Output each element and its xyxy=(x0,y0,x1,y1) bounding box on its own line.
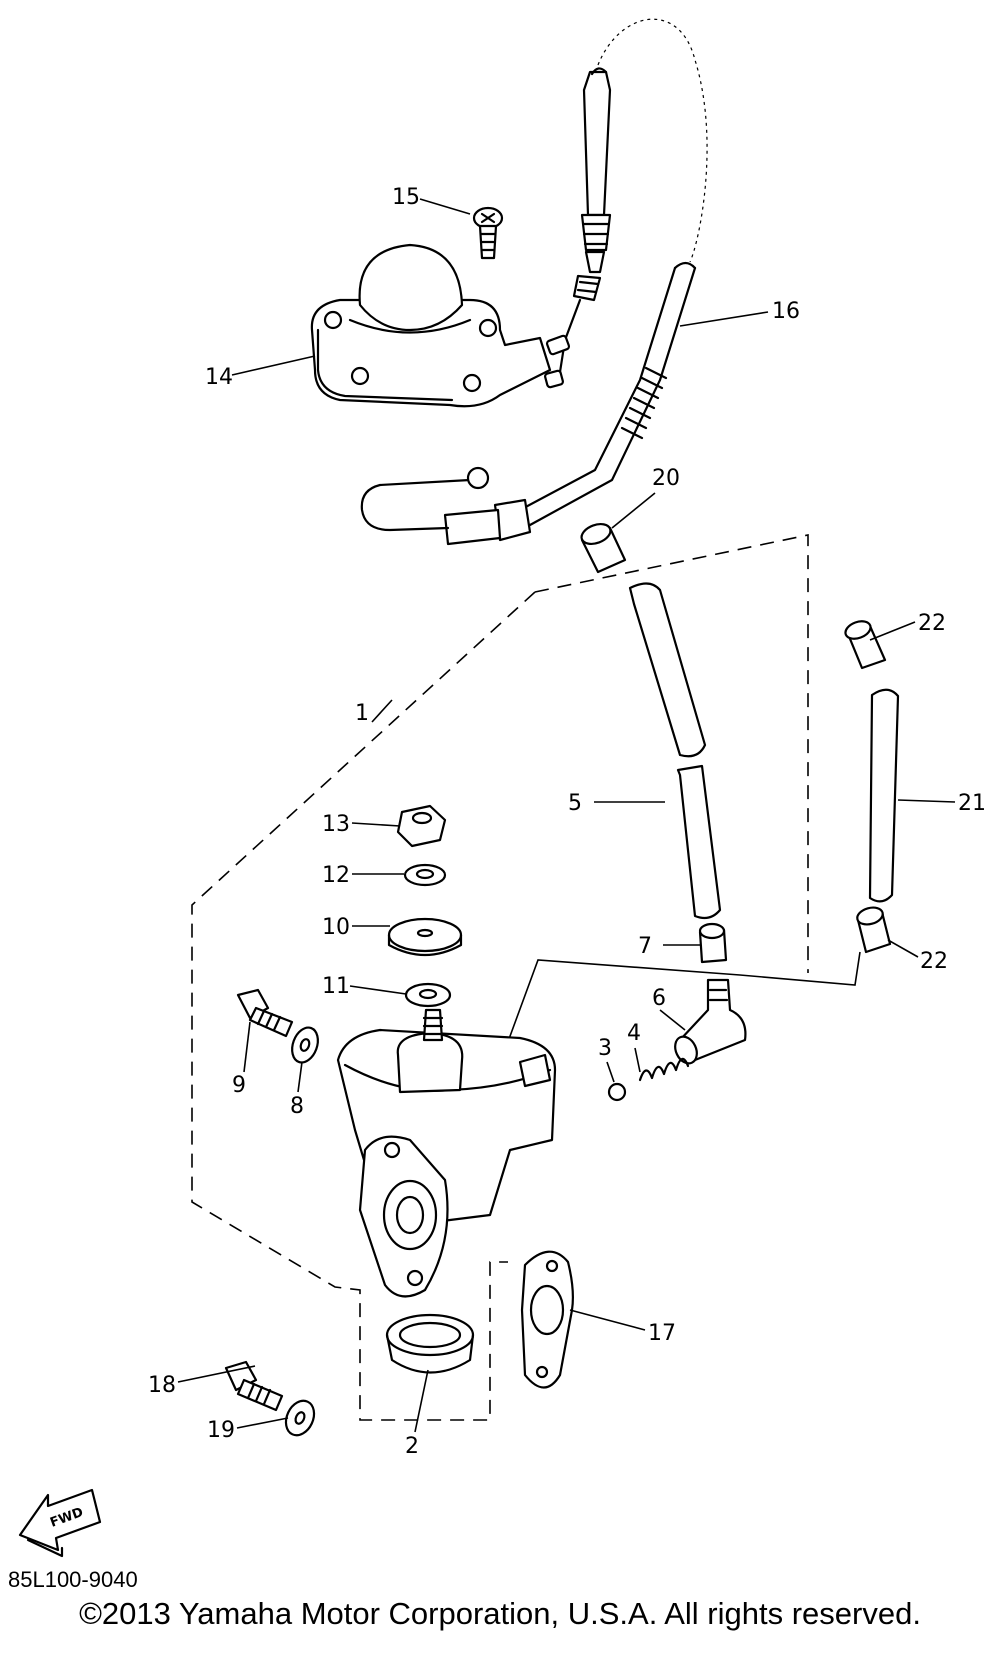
callout-7: 7 xyxy=(638,934,652,959)
callout-5: 5 xyxy=(568,791,582,816)
washer-10 xyxy=(387,917,463,956)
callout-16: 16 xyxy=(772,299,800,324)
hose-16 xyxy=(360,261,697,546)
copyright-notice: ©2013 Yamaha Motor Corporation, U.S.A. A… xyxy=(79,1596,921,1631)
callout-19: 19 xyxy=(207,1418,235,1443)
callout-12: 12 xyxy=(322,863,350,888)
washer-19 xyxy=(284,1399,316,1437)
sleeve-7 xyxy=(698,922,728,964)
diagram-code: 85L100-9040 xyxy=(8,1567,138,1592)
callout-8: 8 xyxy=(290,1094,304,1119)
bolt-9 xyxy=(236,988,294,1038)
washer-11 xyxy=(404,982,452,1008)
callout-1: 1 xyxy=(355,701,369,726)
hose-5 xyxy=(628,582,722,920)
cover-14 xyxy=(310,243,552,408)
callout-13: 13 xyxy=(322,812,350,837)
fitting-leader xyxy=(501,951,861,1059)
fwd-arrow-icon: FWD xyxy=(18,1488,102,1558)
callout-leaders xyxy=(177,198,956,1433)
sleeve-22-upper xyxy=(844,620,887,670)
seal-2 xyxy=(385,1313,475,1374)
washer-8 xyxy=(291,1026,319,1064)
callout-18: 18 xyxy=(148,1373,176,1398)
control-cable xyxy=(544,67,612,389)
callout-22-lower: 22 xyxy=(920,949,948,974)
pump-body xyxy=(336,1008,557,1298)
nut-13 xyxy=(396,804,447,848)
callout-17: 17 xyxy=(648,1321,676,1346)
callout-11: 11 xyxy=(322,974,350,999)
check-ball-3 xyxy=(607,1082,627,1102)
bolt-18 xyxy=(224,1360,284,1412)
sleeve-20 xyxy=(580,523,627,574)
screw-15 xyxy=(472,206,504,260)
callout-3: 3 xyxy=(598,1036,612,1061)
callout-labels: 1 2 3 4 5 6 7 8 9 10 11 12 13 14 15 16 1… xyxy=(148,185,986,1459)
callout-6: 6 xyxy=(652,986,666,1011)
spring-4 xyxy=(638,1057,690,1082)
callout-21: 21 xyxy=(958,791,986,816)
sleeve-22-lower xyxy=(856,906,892,954)
callout-9: 9 xyxy=(232,1073,246,1098)
callout-4: 4 xyxy=(627,1021,641,1046)
assembly-outline xyxy=(191,534,809,1421)
callout-2: 2 xyxy=(405,1434,419,1459)
callout-15: 15 xyxy=(392,185,420,210)
callout-10: 10 xyxy=(322,915,350,940)
elbow-6 xyxy=(674,978,747,1065)
control-wire xyxy=(597,18,708,263)
callout-20: 20 xyxy=(652,466,680,491)
hose-21 xyxy=(868,688,900,903)
washer-12 xyxy=(403,863,447,887)
callout-14: 14 xyxy=(205,365,233,390)
gasket-17 xyxy=(520,1250,574,1389)
callout-22-upper: 22 xyxy=(918,611,946,636)
